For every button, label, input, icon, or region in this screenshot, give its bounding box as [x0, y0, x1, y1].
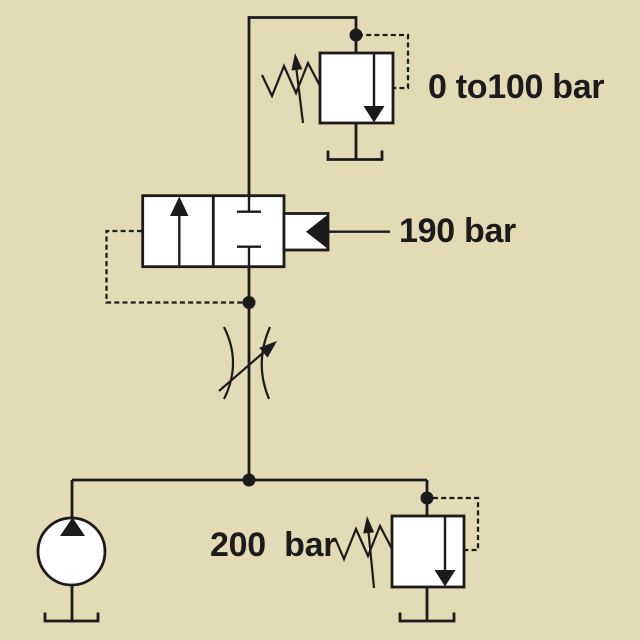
- adjust-arrow-stem: [367, 532, 376, 589]
- adjust-arrow-head: [363, 516, 375, 534]
- junction-node-dot: [242, 473, 256, 487]
- pump: [36, 516, 107, 587]
- blocked-port-top: [237, 195, 261, 213]
- blocked-port-bottom: [237, 245, 261, 267]
- adjust-arrow-stem: [218, 351, 265, 392]
- directional-valve: [105, 194, 330, 304]
- junction-nodes: [242, 28, 434, 505]
- tank-symbol-icon-main: [398, 612, 456, 623]
- flow-control-valve: [218, 326, 277, 400]
- fixed-displacement-pump-icon: [36, 516, 107, 587]
- junction-node-dot: [420, 491, 434, 505]
- relief-valve-main-pressure-label: 200 bar: [210, 526, 337, 564]
- tank-symbol-icon-pump: [43, 612, 100, 623]
- orifice-arc-right: [260, 326, 272, 400]
- adjustable-relief-valve-icon: [390, 514, 466, 589]
- flow-arrow-head: [363, 106, 385, 123]
- pilot-line-dashed: [358, 33, 410, 90]
- junction-node-dot: [242, 296, 256, 309]
- relief-valve-main: [333, 496, 480, 589]
- pilot-line-dashed: [105, 229, 243, 304]
- pump-outlet-triangle: [60, 517, 85, 536]
- adjust-arrow-head: [259, 341, 277, 358]
- adjust-arrow-stem: [295, 69, 305, 124]
- adjustable-relief-valve-icon: [318, 51, 395, 125]
- tank-symbol-icon-top: [326, 150, 384, 161]
- flow-arrow-head: [434, 570, 456, 587]
- tank-symbols: [43, 150, 456, 623]
- relief-valve-low: [261, 33, 410, 125]
- junction-node-dot: [349, 28, 363, 42]
- spring-icon: [333, 523, 393, 562]
- adjust-arrow-head: [291, 53, 303, 71]
- orifice-arc-left: [223, 326, 234, 400]
- pilot-actuator-triangle: [306, 214, 328, 249]
- relief-valve-low-pressure-label: 0 to100 bar: [428, 68, 605, 106]
- flow-arrow-head: [170, 196, 189, 216]
- spring-icon: [261, 60, 321, 99]
- pilot-setting-label: 190 bar: [399, 212, 516, 250]
